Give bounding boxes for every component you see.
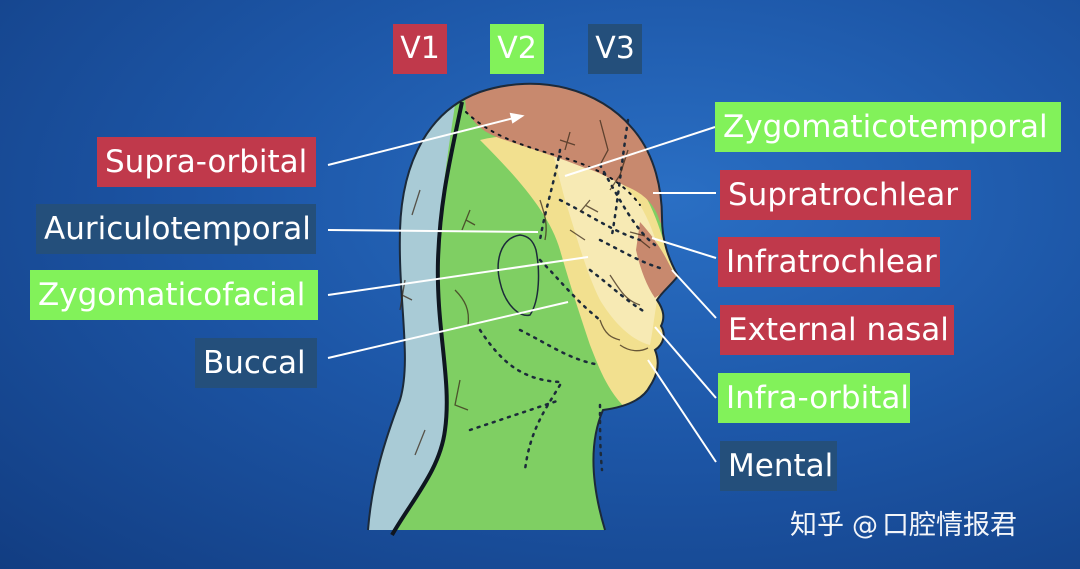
legend-v3: V3 [588,24,642,74]
territory-dotted-lines [468,118,662,472]
pointer-buccal [327,301,569,359]
label-buccal: Buccal [195,338,317,388]
pointer-infratrochlear [651,237,717,259]
v2-inner-region [552,150,664,345]
label-supratrochlear: Supratrochlear [720,170,971,220]
label-infratrochlear: Infratrochlear [718,237,940,287]
nerve-branches [399,119,651,456]
pointer-mental [647,359,717,463]
label-infra-orbital: Infra-orbital [718,373,910,423]
pointer-supra-orbital [327,116,519,166]
pointer-auriculotemporal [327,229,539,233]
legend-v1: V1 [393,24,447,74]
pointer-zygomaticofacial [327,256,589,296]
v1-c2-boundary [390,101,464,536]
pointer-zygomaticotemporal [564,126,716,177]
ear [497,234,540,317]
watermark-brand: 知乎 [790,510,844,541]
label-zygomaticofacial: Zygomaticofacial [30,270,318,320]
nose-v1-region [636,222,678,298]
watermark-account: 口腔情报君 [882,510,1017,541]
pointer-infra-orbital [654,326,717,399]
pointer-external-nasal [671,269,717,319]
label-mental: Mental [720,441,837,491]
pointer-lines [327,112,717,463]
label-auriculotemporal: Auriculotemporal [36,204,316,254]
head-outline [367,82,680,531]
label-external-nasal: External nasal [720,305,954,355]
label-zygomaticotemporal: Zygomaticotemporal [715,102,1061,152]
watermark: 知乎 @口腔情报君 [790,503,1017,542]
at-icon: @ [852,511,878,541]
label-supra-orbital: Supra-orbital [97,137,316,187]
legend-v2: V2 [490,24,544,74]
